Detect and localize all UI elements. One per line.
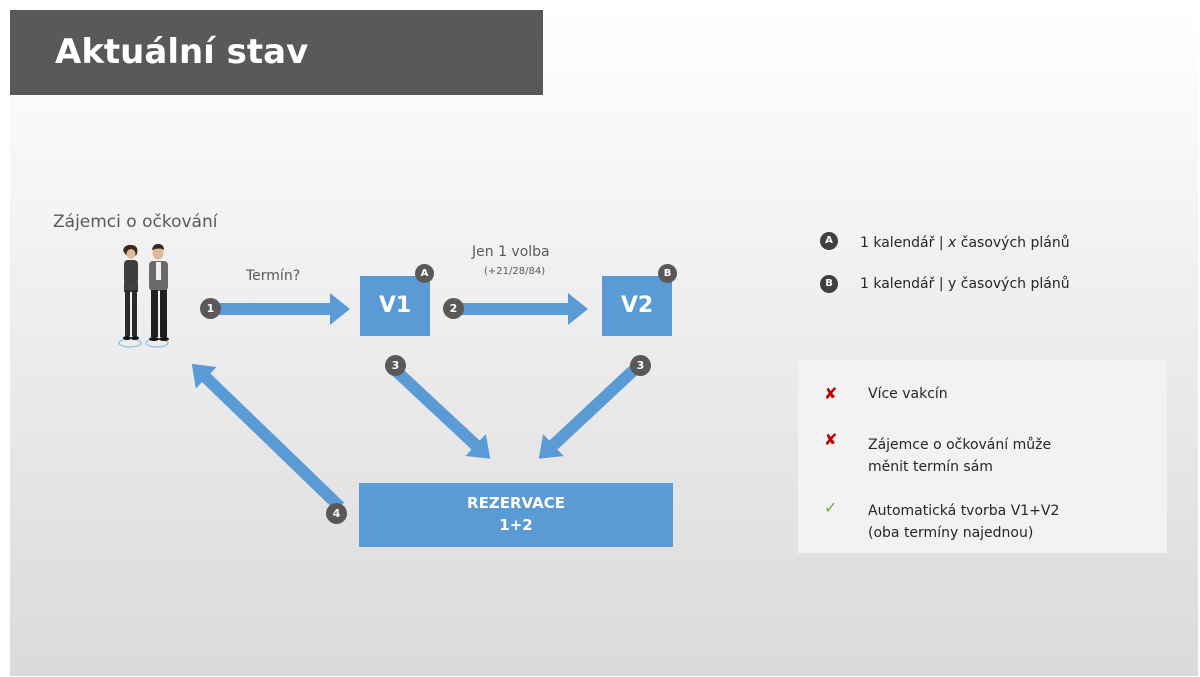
v2-box: V2	[602, 276, 672, 336]
legend-b-prefix: 1 kalendář |	[860, 276, 944, 292]
arrow-v1-to-v2	[456, 293, 588, 325]
cross-icon: ✘	[824, 384, 838, 403]
legend-b-badge: B	[820, 275, 838, 293]
flow-arrows	[191, 293, 641, 512]
check-icon: ✓	[824, 498, 838, 517]
legend-a-var: x	[948, 235, 957, 251]
reservation-box: REZERVACE 1+2	[359, 483, 673, 547]
criterion-2-text: Zájemce o očkování může měnit termín sám	[868, 434, 1051, 478]
criterion-2-line1: Zájemce o očkování může	[868, 437, 1052, 453]
step1-label: Termín?	[246, 268, 301, 284]
cross-icon: ✘	[824, 430, 838, 449]
legend-a-badge: A	[820, 232, 838, 250]
legend-b-var: y	[948, 276, 957, 292]
step2-label: Jen 1 volba	[472, 244, 550, 260]
arrow-people-to-v1	[218, 293, 350, 325]
badge-b: B	[658, 264, 677, 283]
v2-label: V2	[620, 293, 654, 318]
step-4-marker: 4	[326, 503, 347, 524]
slide-title: Aktuální stav	[55, 32, 309, 72]
step-1-marker: 1	[200, 298, 221, 319]
legend-a-suffix: časových plánů	[960, 235, 1070, 251]
arrow-v2-to-reservation	[538, 363, 641, 459]
criterion-3-text: Automatická tvorba V1+V2 (oba termíny na…	[868, 500, 1059, 544]
criteria-panel: ✘ Více vakcín ✘ Zájemce o očkování může …	[798, 360, 1167, 553]
v1-box: V1	[360, 276, 430, 336]
v1-label: V1	[378, 293, 412, 318]
criterion-2-line2: měnit termín sám	[868, 459, 993, 475]
legend-b-text: 1 kalendář | y časových plánů	[860, 276, 1070, 292]
legend-a-text: 1 kalendář | x časových plánů	[860, 235, 1070, 251]
criterion-1-text: Více vakcín	[868, 383, 948, 405]
reservation-label: REZERVACE	[467, 494, 565, 512]
arrow-v1-to-reservation	[388, 363, 491, 459]
people-label: Zájemci o očkování	[53, 212, 218, 232]
step-3b-marker: 3	[630, 355, 651, 376]
step2-sublabel: (+21/28/84)	[484, 266, 546, 277]
legend-b-suffix: časových plánů	[960, 276, 1070, 292]
arrow-reservation-to-people	[191, 363, 345, 512]
step-2-marker: 2	[443, 298, 464, 319]
title-bar: Aktuální stav	[10, 10, 543, 95]
slide: Aktuální stav Zájemci o očkování	[10, 10, 1198, 676]
reservation-count: 1+2	[499, 516, 533, 534]
criterion-3-line2: (oba termíny najednou)	[868, 525, 1034, 541]
step-3a-marker: 3	[385, 355, 406, 376]
criterion-1-line1: Více vakcín	[868, 386, 948, 402]
criterion-3-line1: Automatická tvorba V1+V2	[868, 503, 1060, 519]
badge-a: A	[415, 264, 434, 283]
legend-a-prefix: 1 kalendář |	[860, 235, 944, 251]
people-icon	[118, 244, 169, 348]
